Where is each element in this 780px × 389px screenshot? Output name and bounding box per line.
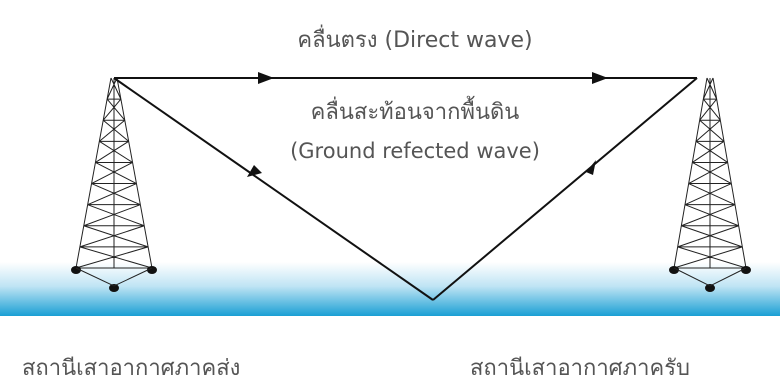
reflected-wave-arrow-down bbox=[247, 165, 262, 177]
reflected-wave-label-english: (Ground refected wave) bbox=[290, 139, 540, 163]
tower-lattice bbox=[673, 77, 747, 269]
direct-wave-arrow-2 bbox=[592, 72, 608, 84]
reflected-wave-arrow-up bbox=[586, 160, 596, 175]
tower-foot bbox=[71, 266, 81, 274]
transmitter-tower-icon bbox=[71, 77, 157, 292]
tower-lattice bbox=[75, 77, 153, 269]
tower-foot bbox=[741, 266, 751, 274]
tower-foot bbox=[669, 266, 679, 274]
receiver-tower-icon bbox=[669, 77, 751, 292]
receiver-station-label: สถานีเสาอากาศภาครับ bbox=[470, 356, 690, 381]
tower-foot bbox=[109, 284, 119, 292]
tower-foot bbox=[147, 266, 157, 274]
transmitter-station-label: สถานีเสาอากาศภาคส่ง bbox=[22, 356, 241, 381]
direct-wave-label: คลื่นตรง (Direct wave) bbox=[297, 28, 533, 53]
tower-foot bbox=[705, 284, 715, 292]
reflected-wave-label-thai: คลื่นสะท้อนจากพื้นดิน bbox=[310, 100, 520, 125]
tower-base bbox=[75, 267, 153, 287]
direct-wave-arrow-1 bbox=[258, 72, 274, 84]
tower-base bbox=[673, 267, 747, 287]
reflected-wave bbox=[113, 77, 698, 301]
